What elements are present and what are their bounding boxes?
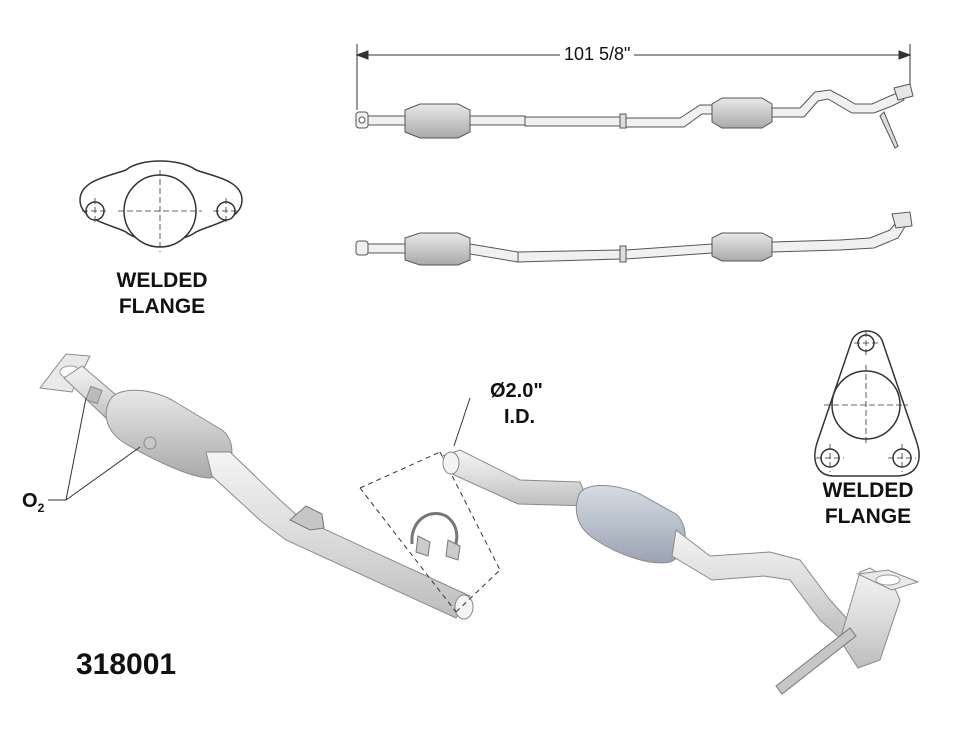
- right-flange-label-line2: FLANGE: [824, 505, 912, 528]
- top-catalytic-converter: [404, 103, 471, 139]
- pipe-diameter-unit: I.D.: [504, 406, 536, 428]
- rear-pipe-assembly: [441, 449, 920, 695]
- overall-length-label: 101 5/8": [560, 44, 635, 65]
- front-catalytic-converter: [105, 389, 233, 479]
- left-flange-label-line1: WELDED: [116, 269, 208, 292]
- front-pipe-assembly: [39, 353, 474, 620]
- pipe-clamp: [410, 512, 459, 553]
- front-pipe-hanger: [289, 505, 325, 531]
- right-flange-label-line1: WELDED: [822, 479, 914, 502]
- top-resonator: [711, 97, 773, 129]
- top-side-view: [355, 83, 914, 149]
- right-flange-label: WELDED FLANGE: [802, 478, 934, 530]
- o2-leader-lines: [48, 397, 141, 501]
- bottom-resonator: [711, 232, 773, 262]
- o2-sensor-label: O2: [22, 490, 44, 515]
- right-flange-drawing: [814, 330, 920, 477]
- o2-sensor-label-sub: 2: [37, 501, 45, 515]
- rear-pipe-tube: [671, 529, 851, 641]
- bottom-catalytic-converter: [404, 232, 471, 266]
- front-pipe-tube: [205, 451, 471, 619]
- rear-hanger-bracket: [775, 627, 857, 695]
- pipe-diameter-label: Ø2.0" I.D.: [490, 378, 543, 430]
- rear-pipe-inlet-tube: [441, 449, 591, 507]
- left-flange-drawing: [79, 160, 243, 252]
- left-flange-label-line2: FLANGE: [118, 295, 206, 318]
- o2-sensor-label-main: O: [22, 490, 38, 512]
- pipe-diameter-value: Ø2.0": [490, 380, 543, 402]
- bottom-side-view: [355, 211, 913, 266]
- clamp-assembly: [359, 397, 501, 613]
- left-flange-label: WELDED FLANGE: [96, 268, 228, 320]
- rear-resonator: [575, 484, 686, 564]
- part-number: 318001: [76, 648, 177, 681]
